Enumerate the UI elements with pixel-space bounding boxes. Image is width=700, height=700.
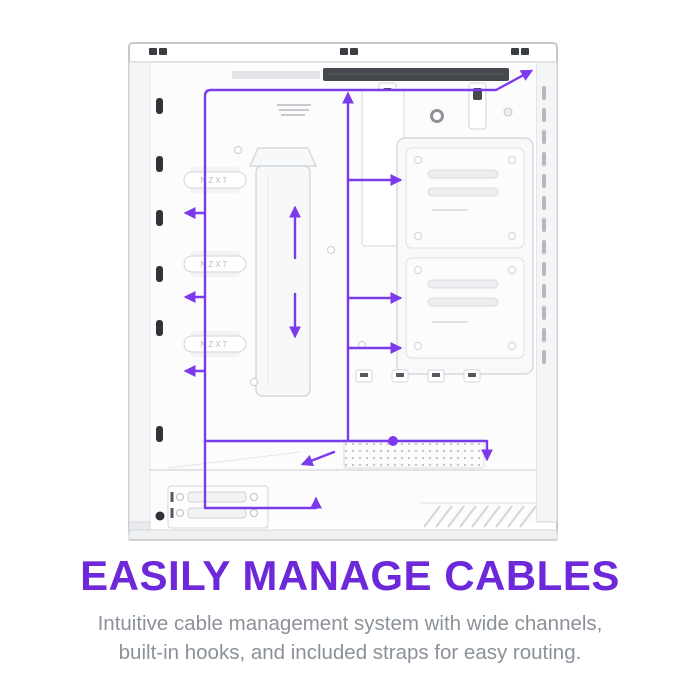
subtext: Intuitive cable management system with w… <box>98 610 603 667</box>
rear-panel-strip <box>535 61 558 523</box>
front-panel-strip <box>128 61 151 523</box>
screw-holes <box>234 146 366 386</box>
top-vent-slots <box>149 48 529 55</box>
strap-label: NZXT <box>201 340 230 349</box>
drive-tray-bottom <box>405 257 525 359</box>
case-illustration: NZXT NZXT NZXT <box>128 42 558 541</box>
top-radiator-slot <box>232 68 509 81</box>
headline: EASILY MANAGE CABLES <box>80 552 620 599</box>
cable-junction-dot <box>388 436 398 446</box>
fine-print-marks <box>277 104 311 116</box>
case-hero-image: NZXT NZXT NZXT <box>128 42 558 541</box>
drive-tray-assembly <box>396 137 534 375</box>
drive-tray-top <box>405 147 525 249</box>
case-base <box>128 529 558 541</box>
cable-grommet <box>155 511 165 521</box>
shroud-clips <box>355 369 481 383</box>
cable-hooks <box>156 98 163 442</box>
cable-routing-arrows <box>183 69 534 510</box>
velcro-straps: NZXT NZXT NZXT <box>183 167 247 357</box>
strap-label: NZXT <box>201 176 230 185</box>
subtext-line1: Intuitive cable management system with w… <box>97 612 603 635</box>
bottom-compartment <box>150 439 537 529</box>
rear-vent-slats <box>542 86 546 364</box>
cable-arrow-pcie-route <box>203 439 322 510</box>
cable-arrow-main-trunk <box>203 69 534 443</box>
cable-arrow-psu-vent <box>391 439 493 462</box>
cable-channel <box>248 147 318 397</box>
psu-vent <box>343 439 485 469</box>
subtext-line2: built-in hooks, and included straps for … <box>118 640 582 664</box>
pcie-bracket <box>167 485 269 529</box>
bottom-vent-lines <box>423 505 537 528</box>
cable-arrow-shroud-diagonal <box>300 450 336 467</box>
strap-label: NZXT <box>201 260 230 269</box>
